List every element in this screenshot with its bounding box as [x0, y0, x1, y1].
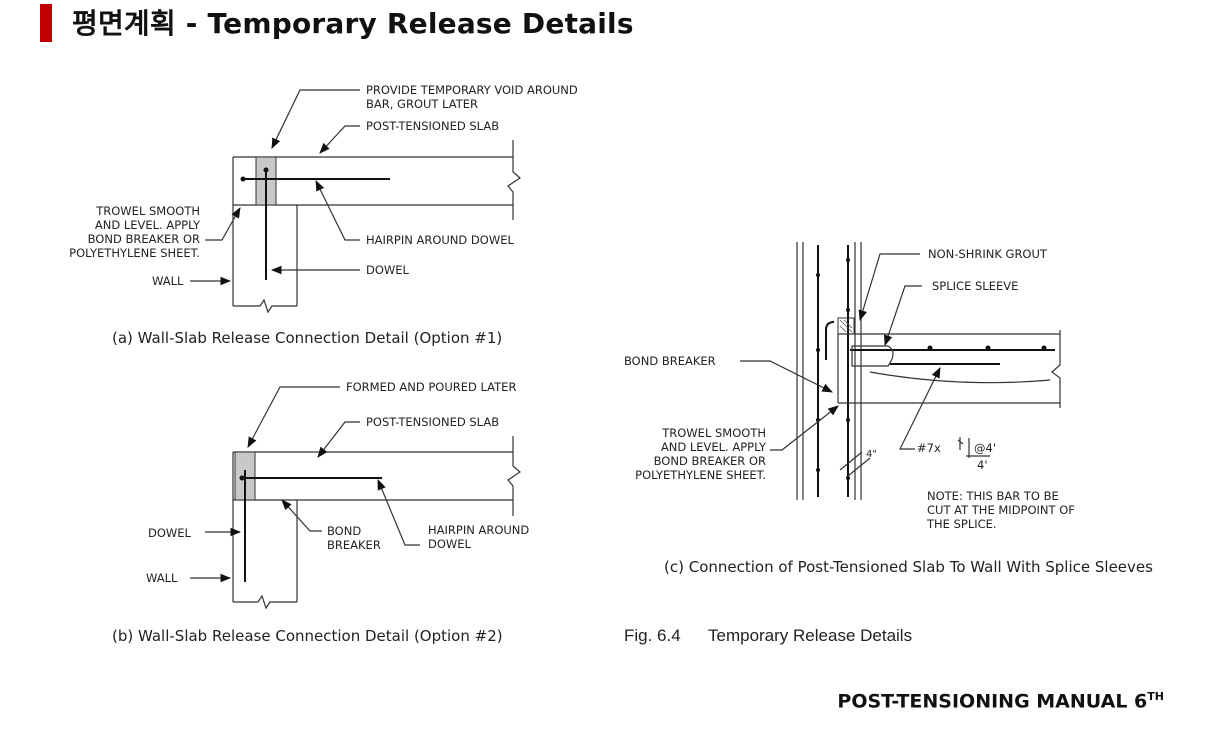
label-grout: NON-SHRINK GROUT: [928, 247, 1048, 261]
label-dowel-b: DOWEL: [148, 526, 192, 540]
label-sleeve: SPLICE SLEEVE: [932, 279, 1018, 293]
detail-c-leader-bar: [899, 367, 941, 450]
label-trowel-c1: TROWEL SMOOTH: [661, 426, 766, 440]
label-bond-c: BOND BREAKER: [624, 354, 716, 368]
detail-a-dowel-end: [263, 167, 269, 173]
detail-c-leader-trowel: [770, 405, 839, 451]
label-slab-a: POST-TENSIONED SLAB: [366, 119, 499, 133]
label-bar: #7x: [917, 441, 941, 455]
detail-b-leader-formed: [247, 386, 340, 448]
figure-title: Temporary Release Details: [708, 626, 912, 645]
title-accent-bar: [40, 4, 52, 42]
page-title: 평면계획 - Temporary Release Details: [72, 7, 634, 40]
detail-a-leader-trowel: [205, 207, 241, 241]
detail-c-grout-pocket: [837, 317, 855, 335]
label-trowel-c3: BOND BREAKER OR: [654, 454, 766, 468]
label-note-1: NOTE: THIS BAR TO BE: [927, 489, 1059, 503]
detail-b-wall-outline: [232, 500, 298, 602]
footer-superscript: TH: [1147, 690, 1164, 703]
figure-number: Fig. 6.4: [624, 626, 681, 645]
label-slab-b: POST-TENSIONED SLAB: [366, 415, 499, 429]
label-hairpin-b2: DOWEL: [428, 537, 472, 551]
label-bond-b1: BOND: [327, 524, 361, 538]
label-length: 4': [977, 458, 987, 472]
detail-a-leader-slab: [319, 125, 360, 154]
detail-c-slab-outline: [837, 333, 1060, 404]
label-note-2: CUT AT THE MIDPOINT OF: [927, 503, 1075, 517]
label-trowel-a1: TROWEL SMOOTH: [95, 204, 200, 218]
detail-c-leader-grout: [858, 253, 920, 322]
detail-c-splice-sleeve: [851, 345, 894, 367]
label-bond-b2: BREAKER: [327, 538, 381, 552]
detail-b-wall-break: [233, 594, 297, 610]
detail-a-leader-void: [271, 89, 360, 149]
footer-manual-title: POST-TENSIONING MANUAL 6TH: [837, 690, 1164, 712]
detail-a-tendon: [240, 176, 246, 182]
label-void: PROVIDE TEMPORARY VOID AROUND: [366, 83, 578, 97]
detail-b-slab-break: [507, 436, 521, 516]
label-four-inch: 4": [866, 449, 877, 460]
detail-a-slab-outline: [232, 156, 513, 206]
detail-a-slab-break: [507, 140, 521, 220]
footer-text: POST-TENSIONING MANUAL 6: [837, 690, 1148, 713]
detail-a-wall-outline: [232, 205, 298, 306]
caption-a: (a) Wall-Slab Release Connection Detail …: [112, 329, 502, 347]
label-hairpin-b1: HAIRPIN AROUND: [428, 523, 529, 537]
detail-b-leader-bond: [281, 499, 322, 532]
detail-b: FORMED AND POURED LATER POST-TENSIONED S…: [112, 380, 529, 645]
detail-b-leader-slab: [317, 421, 360, 458]
caption-c: (c) Connection of Post-Tensioned Slab To…: [664, 558, 1153, 576]
label-void-2: BAR, GROUT LATER: [366, 97, 478, 111]
detail-c-tendon-profile: [869, 371, 1051, 384]
label-trowel-c4: POLYETHYLENE SHEET.: [635, 468, 766, 482]
label-spacing: @4': [974, 441, 996, 455]
label-trowel-c2: AND LEVEL. APPLY: [661, 440, 767, 454]
label-wall-b: WALL: [146, 571, 178, 585]
label-dowel-a: DOWEL: [366, 263, 410, 277]
detail-c-slab-break: [1051, 330, 1061, 408]
detail-a: PROVIDE TEMPORARY VOID AROUND BAR, GROUT…: [69, 83, 578, 347]
label-trowel-a4: POLYETHYLENE SHEET.: [69, 246, 200, 260]
caption-b: (b) Wall-Slab Release Connection Detail …: [112, 627, 503, 645]
detail-c-wall-outline: [796, 242, 862, 500]
detail-b-leader-hairpin: [377, 479, 420, 546]
label-formed: FORMED AND POURED LATER: [346, 380, 516, 394]
detail-b-slab-outline: [232, 451, 513, 501]
label-trowel-a2: AND LEVEL. APPLY: [95, 218, 201, 232]
label-trowel-a3: BOND BREAKER OR: [88, 232, 200, 246]
label-note-3: THE SPLICE.: [926, 517, 997, 531]
detail-a-wall-break: [233, 298, 297, 314]
detail-c-hook-bar: [825, 321, 835, 360]
label-hairpin-a: HAIRPIN AROUND DOWEL: [366, 233, 514, 247]
detail-c-leader-bond: [740, 360, 833, 393]
detail-c-leader-sleeve: [884, 285, 922, 347]
label-wall-a: WALL: [152, 274, 184, 288]
detail-c: NON-SHRINK GROUT SPLICE SLEEVE BOND BREA…: [624, 242, 1153, 576]
detail-a-leader-hairpin: [315, 180, 360, 241]
